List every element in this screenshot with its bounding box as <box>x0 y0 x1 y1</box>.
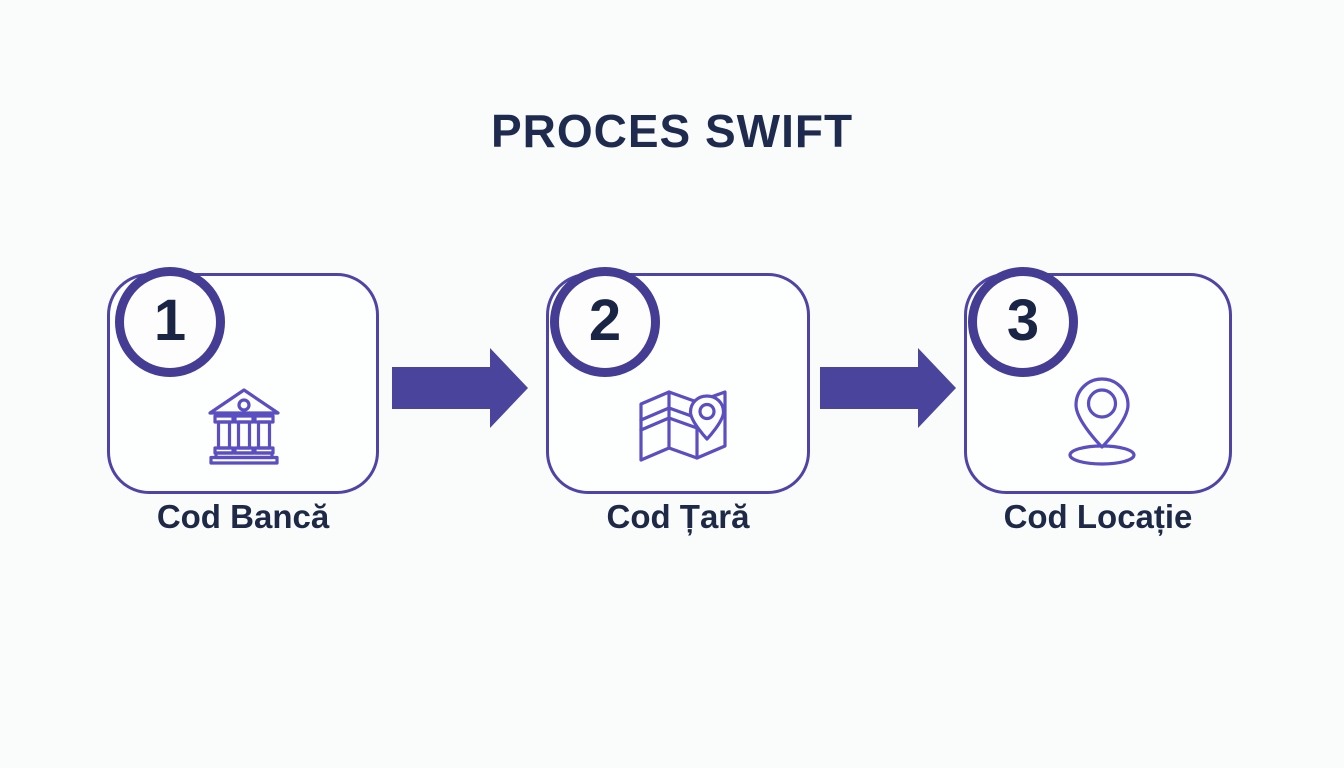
step-1-number: 1 <box>153 288 187 353</box>
page-title: PROCES SWIFT <box>490 105 854 157</box>
step-1-badge: 1 <box>115 267 225 377</box>
step-2-number: 2 <box>588 288 622 353</box>
location-pin-icon <box>1060 375 1144 469</box>
step-3-label: Cod Locație <box>1003 498 1193 535</box>
step-3-number: 3 <box>1006 288 1040 353</box>
step-2-badge: 2 <box>550 267 660 377</box>
arrow-right-icon <box>820 348 956 428</box>
step-3-badge: 3 <box>968 267 1078 377</box>
bank-icon <box>203 383 285 465</box>
step-1-label: Cod Bancă <box>156 498 330 535</box>
arrow-right-icon <box>392 348 528 428</box>
step-2-label: Cod Țară <box>606 498 750 535</box>
map-icon <box>635 382 731 474</box>
